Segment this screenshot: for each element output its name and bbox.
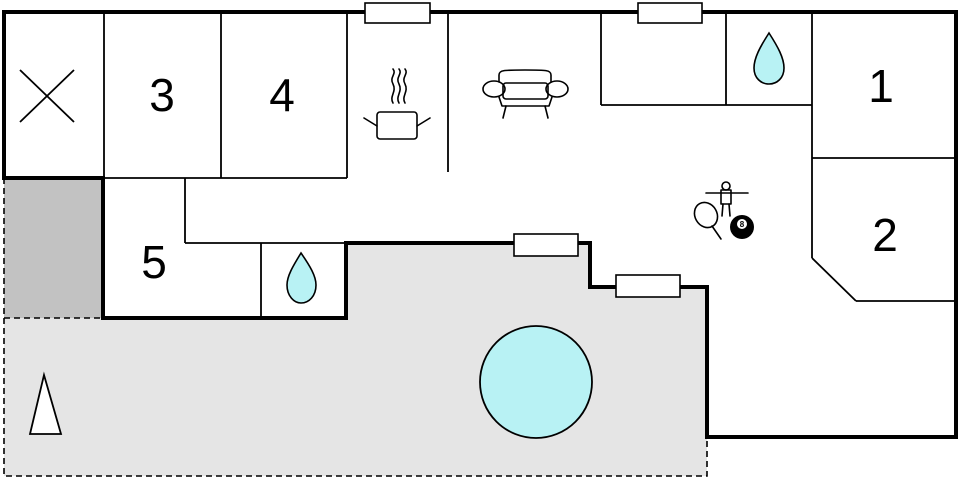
carport-area [4,178,103,318]
room-4-label: 4 [269,69,295,121]
room-3-label: 3 [149,69,175,121]
terrace-area [4,243,707,476]
bathroom-water-drop-icon [753,31,785,85]
room-5-label: 5 [141,236,167,288]
closed-area-cross-icon [19,69,75,123]
interior-walls [103,12,956,318]
terrace-dashed-outline [3,178,708,477]
room-1-label: 1 [868,60,894,112]
windows [364,2,703,298]
room-2-label: 2 [872,209,898,261]
games-table-tennis-billiards-icon: 8 [693,181,754,240]
pool-icon [479,325,593,439]
north-arrow-icon [28,371,63,435]
kitchen-pot-icon [363,68,431,140]
svg-text:8: 8 [740,220,745,229]
sofa-icon [482,69,569,119]
bathroom-water-drop-icon [286,251,317,304]
